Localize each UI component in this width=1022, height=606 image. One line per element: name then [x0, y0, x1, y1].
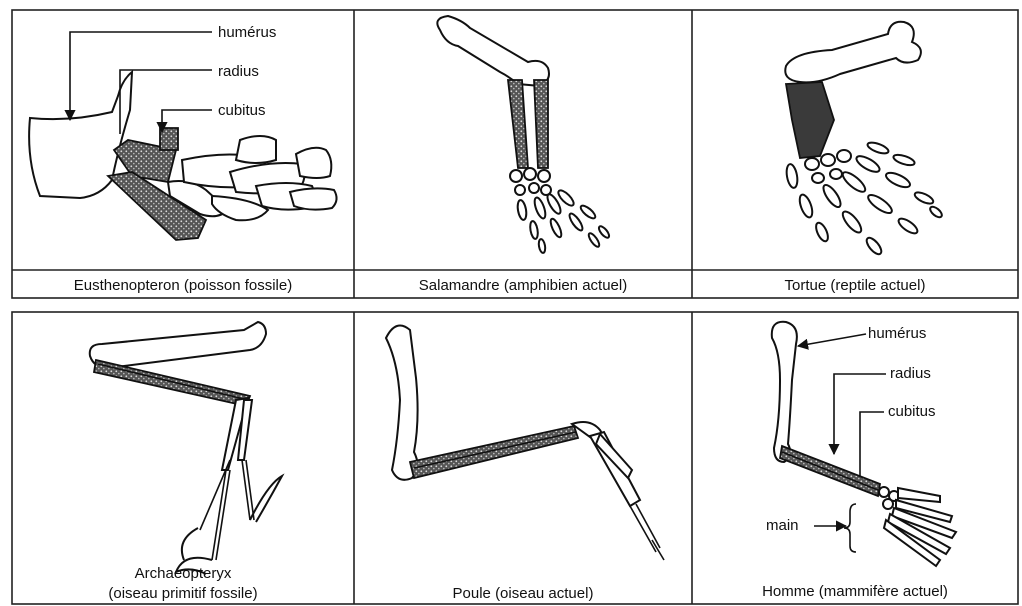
caption-archaeopteryx-line1: Archaeopteryx	[135, 565, 232, 582]
panel-eusthenopteron: humérus radius cubitus Eusthenopteron (p…	[12, 24, 354, 294]
panel-poule: Poule (oiseau actuel)	[386, 326, 664, 603]
archaeopteryx-wing-skeleton	[90, 322, 282, 574]
panel-archaeopteryx: Archaeopteryx (oiseau primitif fossile)	[90, 322, 282, 602]
label-radius: radius	[890, 365, 931, 382]
label-cubitus: cubitus	[888, 403, 936, 420]
homme-label-lines	[798, 334, 886, 552]
caption-salamandre: Salamandre (amphibien actuel)	[419, 277, 627, 294]
panel-homme: humérus radius cubitus main Homme (mammi…	[762, 322, 956, 600]
caption-homme: Homme (mammifère actuel)	[762, 583, 948, 600]
panel-tortue: Tortue (reptile actuel)	[692, 22, 1018, 294]
salamandre-limb-skeleton	[437, 16, 610, 253]
tortue-limb-skeleton	[785, 22, 944, 257]
caption-archaeopteryx-line2: (oiseau primitif fossile)	[108, 585, 257, 602]
eusthenopteron-fin-skeleton	[29, 72, 336, 240]
label-humerus: humérus	[868, 325, 926, 342]
label-main: main	[766, 517, 799, 534]
panel-salamandre: Salamandre (amphibien actuel)	[354, 16, 692, 294]
label-cubitus: cubitus	[218, 102, 266, 119]
label-humerus: humérus	[218, 24, 276, 41]
caption-poule: Poule (oiseau actuel)	[453, 585, 594, 602]
label-radius: radius	[218, 63, 259, 80]
poule-wing-skeleton	[386, 326, 664, 561]
caption-tortue: Tortue (reptile actuel)	[785, 277, 926, 294]
caption-eusthenopteron: Eusthenopteron (poisson fossile)	[74, 277, 292, 294]
homme-arm-skeleton	[772, 322, 956, 566]
